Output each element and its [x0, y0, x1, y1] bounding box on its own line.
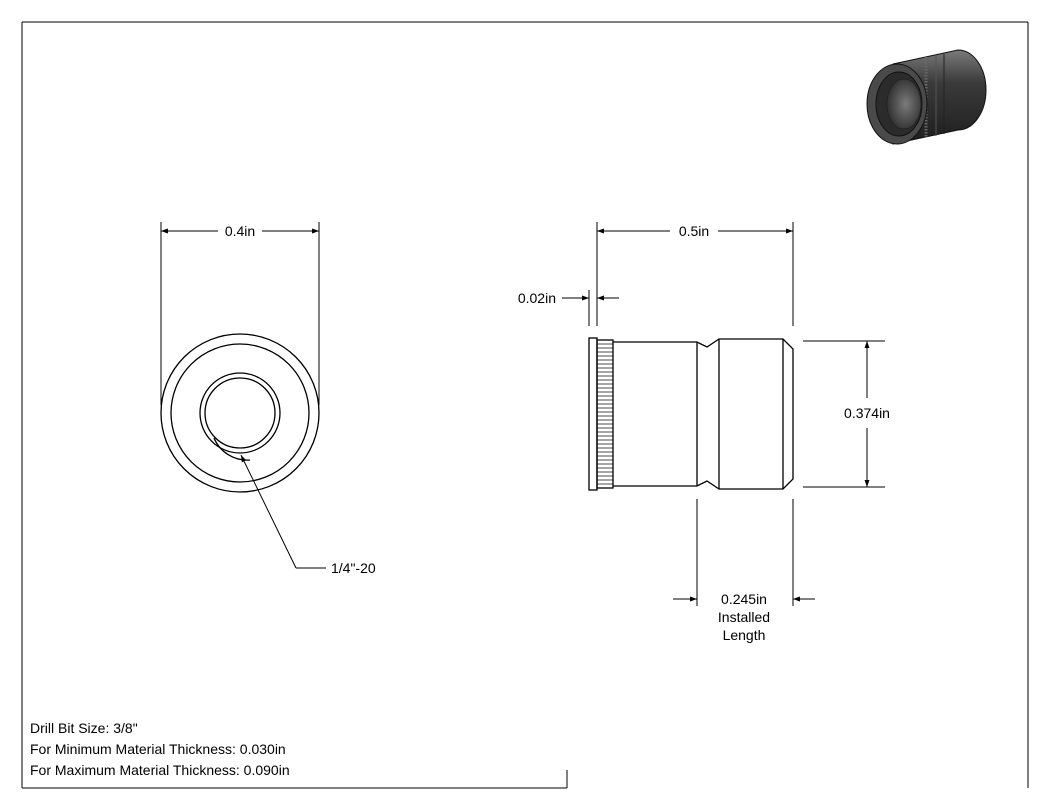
thread-callout: 1/4"-20: [240, 454, 376, 576]
note-drill-bit: Drill Bit Size: 3/8": [30, 720, 138, 736]
dim-length-label: 0.5in: [679, 223, 709, 239]
drawing-border: [21, 21, 1029, 789]
note-max-thickness: For Maximum Material Thickness: 0.090in: [30, 762, 290, 778]
dim-body-diameter-label: 0.374in: [844, 405, 890, 421]
notes: Drill Bit Size: 3/8" For Minimum Materia…: [30, 720, 290, 778]
note-min-thickness: For Minimum Material Thickness: 0.030in: [30, 741, 286, 757]
dim-installed-length-text-1: Installed: [718, 609, 770, 625]
dim-length: 0.5in: [597, 223, 793, 239]
dim-installed-length-value: 0.245in: [721, 591, 767, 607]
dim-flange-thickness-label: 0.02in: [518, 290, 556, 306]
knurl-lines: [597, 343, 613, 485]
dim-body-diameter: 0.374in: [844, 341, 890, 487]
dim-installed-length-text-2: Length: [723, 627, 766, 643]
thread-label: 1/4"-20: [331, 560, 376, 576]
dim-outer-diameter: 0.4in: [161, 223, 319, 239]
dim-installed-length: 0.245in Installed Length: [673, 591, 815, 643]
dim-outer-diameter-label: 0.4in: [225, 223, 255, 239]
front-view: [160, 222, 320, 493]
side-view: [588, 222, 885, 606]
isometric-view: [866, 49, 987, 145]
dim-flange-thickness: 0.02in: [518, 290, 619, 306]
